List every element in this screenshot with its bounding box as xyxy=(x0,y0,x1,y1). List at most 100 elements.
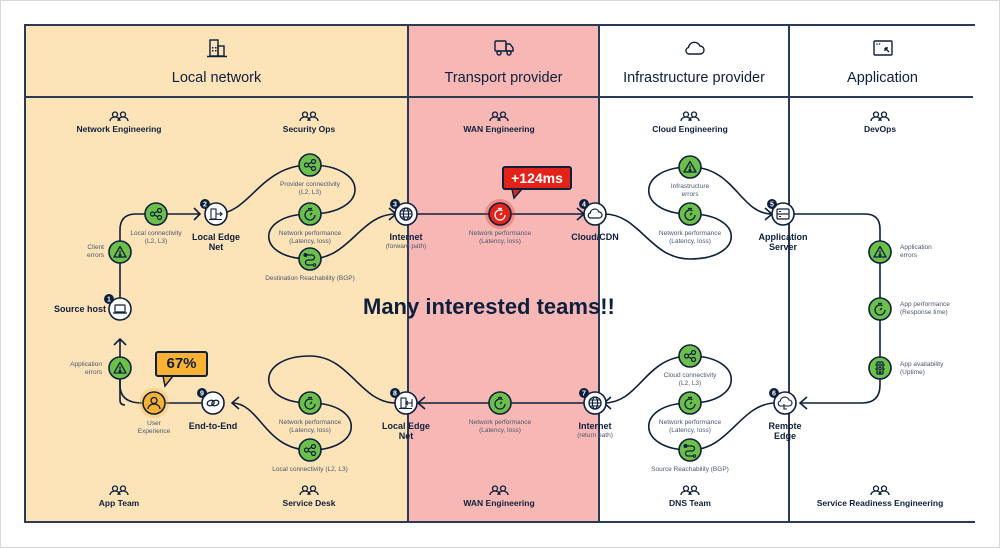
metric-label-provider-connectivity: Provider connectivity (L2, L3) xyxy=(280,181,340,196)
metric-label-network-performance-return-infra: Network performance (Latency, loss) xyxy=(658,419,722,434)
metric-application-errors-left[interactable] xyxy=(108,356,132,380)
column-title: Infrastructure provider xyxy=(623,70,765,86)
metric-label-network-performance-wan-forward: Network performance (Latency, loss) xyxy=(468,230,532,245)
metric-network-performance-wan-forward-alert[interactable] xyxy=(485,199,515,229)
node-4-cloud-cdn[interactable]: 4 xyxy=(579,199,607,226)
svg-text:2: 2 xyxy=(203,202,207,209)
svg-text:1: 1 xyxy=(107,297,111,304)
arrow-into-local-edge-2 xyxy=(416,396,426,410)
path-user-to-app-errors xyxy=(119,380,143,404)
column-local-network: Local network xyxy=(26,26,407,521)
team-icon xyxy=(680,111,700,121)
node-label-remote-edge: Remote Edge xyxy=(768,421,802,441)
metric-local-connectivity-return[interactable] xyxy=(298,438,322,462)
node-7-internet-return[interactable]: 7 xyxy=(579,388,607,415)
team-service-desk: Service Desk xyxy=(244,485,374,508)
team-service-readiness-engineering: Service Readiness Engineering xyxy=(805,485,955,508)
column-header: Transport provider xyxy=(409,26,598,96)
team-icon xyxy=(870,111,890,121)
metric-label-network-performance-local-return: Network performance (Latency, loss) xyxy=(278,419,342,434)
cloud-icon xyxy=(685,41,705,55)
header-divider xyxy=(26,96,973,98)
metric-label-application-errors-left: Application errors xyxy=(70,361,102,376)
truck-icon xyxy=(493,40,514,56)
column-infrastructure-provider: Infrastructure provider xyxy=(598,26,788,521)
metric-source-reachability[interactable] xyxy=(678,438,702,462)
metric-label-destination-reachability: Destination Reachability (BGP) xyxy=(265,275,355,282)
svg-text:3: 3 xyxy=(393,202,397,209)
team-app-team: App Team xyxy=(54,485,184,508)
metric-label-application-errors-right: Application errors xyxy=(900,244,932,259)
node-2-local-edge-net[interactable]: 2 xyxy=(200,199,228,226)
path-source-to-local-edge xyxy=(119,213,200,298)
svg-text:4: 4 xyxy=(582,202,586,209)
metric-network-performance-local[interactable] xyxy=(298,202,322,226)
metric-label-network-performance-infra: Network performance (Latency, loss) xyxy=(658,230,722,245)
svg-text:5: 5 xyxy=(770,202,774,209)
metric-label-local-connectivity: Local connectivity (L2, L3) xyxy=(130,230,182,245)
diagram-board: Local network Transport provider Infrast… xyxy=(24,24,975,523)
node-label-application-server: Application Server xyxy=(758,232,808,252)
column-title: Application xyxy=(847,70,918,86)
metric-provider-connectivity[interactable] xyxy=(298,153,322,177)
team-cloud-engineering: Cloud Engineering xyxy=(625,111,755,134)
metric-network-performance-infra[interactable] xyxy=(678,202,702,226)
metric-network-performance-wan-return[interactable] xyxy=(488,391,512,415)
column-title: Local network xyxy=(171,70,262,86)
metric-infrastructure-errors[interactable] xyxy=(678,155,702,179)
svg-text:8: 8 xyxy=(393,391,397,398)
metric-label-client-errors: Client errors xyxy=(87,244,104,259)
metric-application-errors-right[interactable] xyxy=(868,240,892,264)
node-label-local-edge-net-2: Local Edge Net xyxy=(191,232,240,252)
metric-label-cloud-connectivity: Cloud connectivity (L2, L3) xyxy=(663,372,717,387)
metric-label-user-experience: User Experience xyxy=(137,420,171,435)
svg-text:6: 6 xyxy=(772,391,776,398)
node-6-remote-edge[interactable]: 6 xyxy=(769,388,797,415)
arrow-into-local-edge-1 xyxy=(193,207,202,221)
team-security-ops: Security Ops xyxy=(244,111,374,134)
svg-text:7: 7 xyxy=(582,391,586,398)
latency-callout: +124ms xyxy=(502,166,572,190)
metric-user-experience[interactable] xyxy=(139,388,169,418)
column-header: Local network xyxy=(26,26,407,96)
building-icon xyxy=(206,39,227,58)
metric-client-errors[interactable] xyxy=(108,240,132,264)
metric-app-availability[interactable] xyxy=(868,356,892,380)
column-title: Transport provider xyxy=(444,70,563,86)
node-1-source-host[interactable]: 1 xyxy=(104,294,132,321)
node-label-local-edge-net-8: Local Edge Net xyxy=(381,421,430,441)
metric-local-connectivity[interactable] xyxy=(144,202,168,226)
team-icon xyxy=(680,485,700,495)
callout-tail-experience xyxy=(162,375,174,388)
metric-destination-reachability[interactable] xyxy=(298,247,322,271)
column-transport-provider: Transport provider xyxy=(407,26,598,521)
arrow-into-source-host xyxy=(113,337,127,406)
metric-app-performance[interactable] xyxy=(868,297,892,321)
team-icon xyxy=(489,111,509,121)
team-icon xyxy=(299,485,319,495)
app-window-icon xyxy=(872,40,893,56)
team-icon xyxy=(109,485,129,495)
node-label-cloud-cdn: Cloud/CDN xyxy=(571,232,619,242)
node-9-end-to-end[interactable]: 9 xyxy=(197,388,225,415)
metric-network-performance-return-infra[interactable] xyxy=(678,391,702,415)
metric-cloud-connectivity[interactable] xyxy=(678,344,702,368)
arrow-into-remote-edge xyxy=(798,396,808,410)
node-8-local-edge-net[interactable]: 8 xyxy=(390,388,418,415)
team-devops: DevOps xyxy=(815,111,945,134)
team-dns-team: DNS Team xyxy=(625,485,755,508)
team-icon xyxy=(489,485,509,495)
team-network-engineering: Network Engineering xyxy=(54,111,184,134)
metric-label-local-connectivity-return: Local connectivity (L2, L3) xyxy=(272,466,348,473)
node-5-application-server[interactable]: 5 xyxy=(767,199,795,226)
node-3-internet-forward[interactable]: 3 xyxy=(390,199,418,226)
metric-label-network-performance-wan-return: Network performance (Latency, loss) xyxy=(468,419,532,434)
team-icon xyxy=(109,111,129,121)
metric-network-performance-local-return[interactable] xyxy=(298,391,322,415)
column-header: Application xyxy=(790,26,975,96)
node-sublabel-internet-forward: (forward path) xyxy=(385,243,427,250)
team-icon xyxy=(870,485,890,495)
column-application: Application xyxy=(788,26,975,521)
metric-label-app-performance: App performance (Response time) xyxy=(900,301,950,316)
